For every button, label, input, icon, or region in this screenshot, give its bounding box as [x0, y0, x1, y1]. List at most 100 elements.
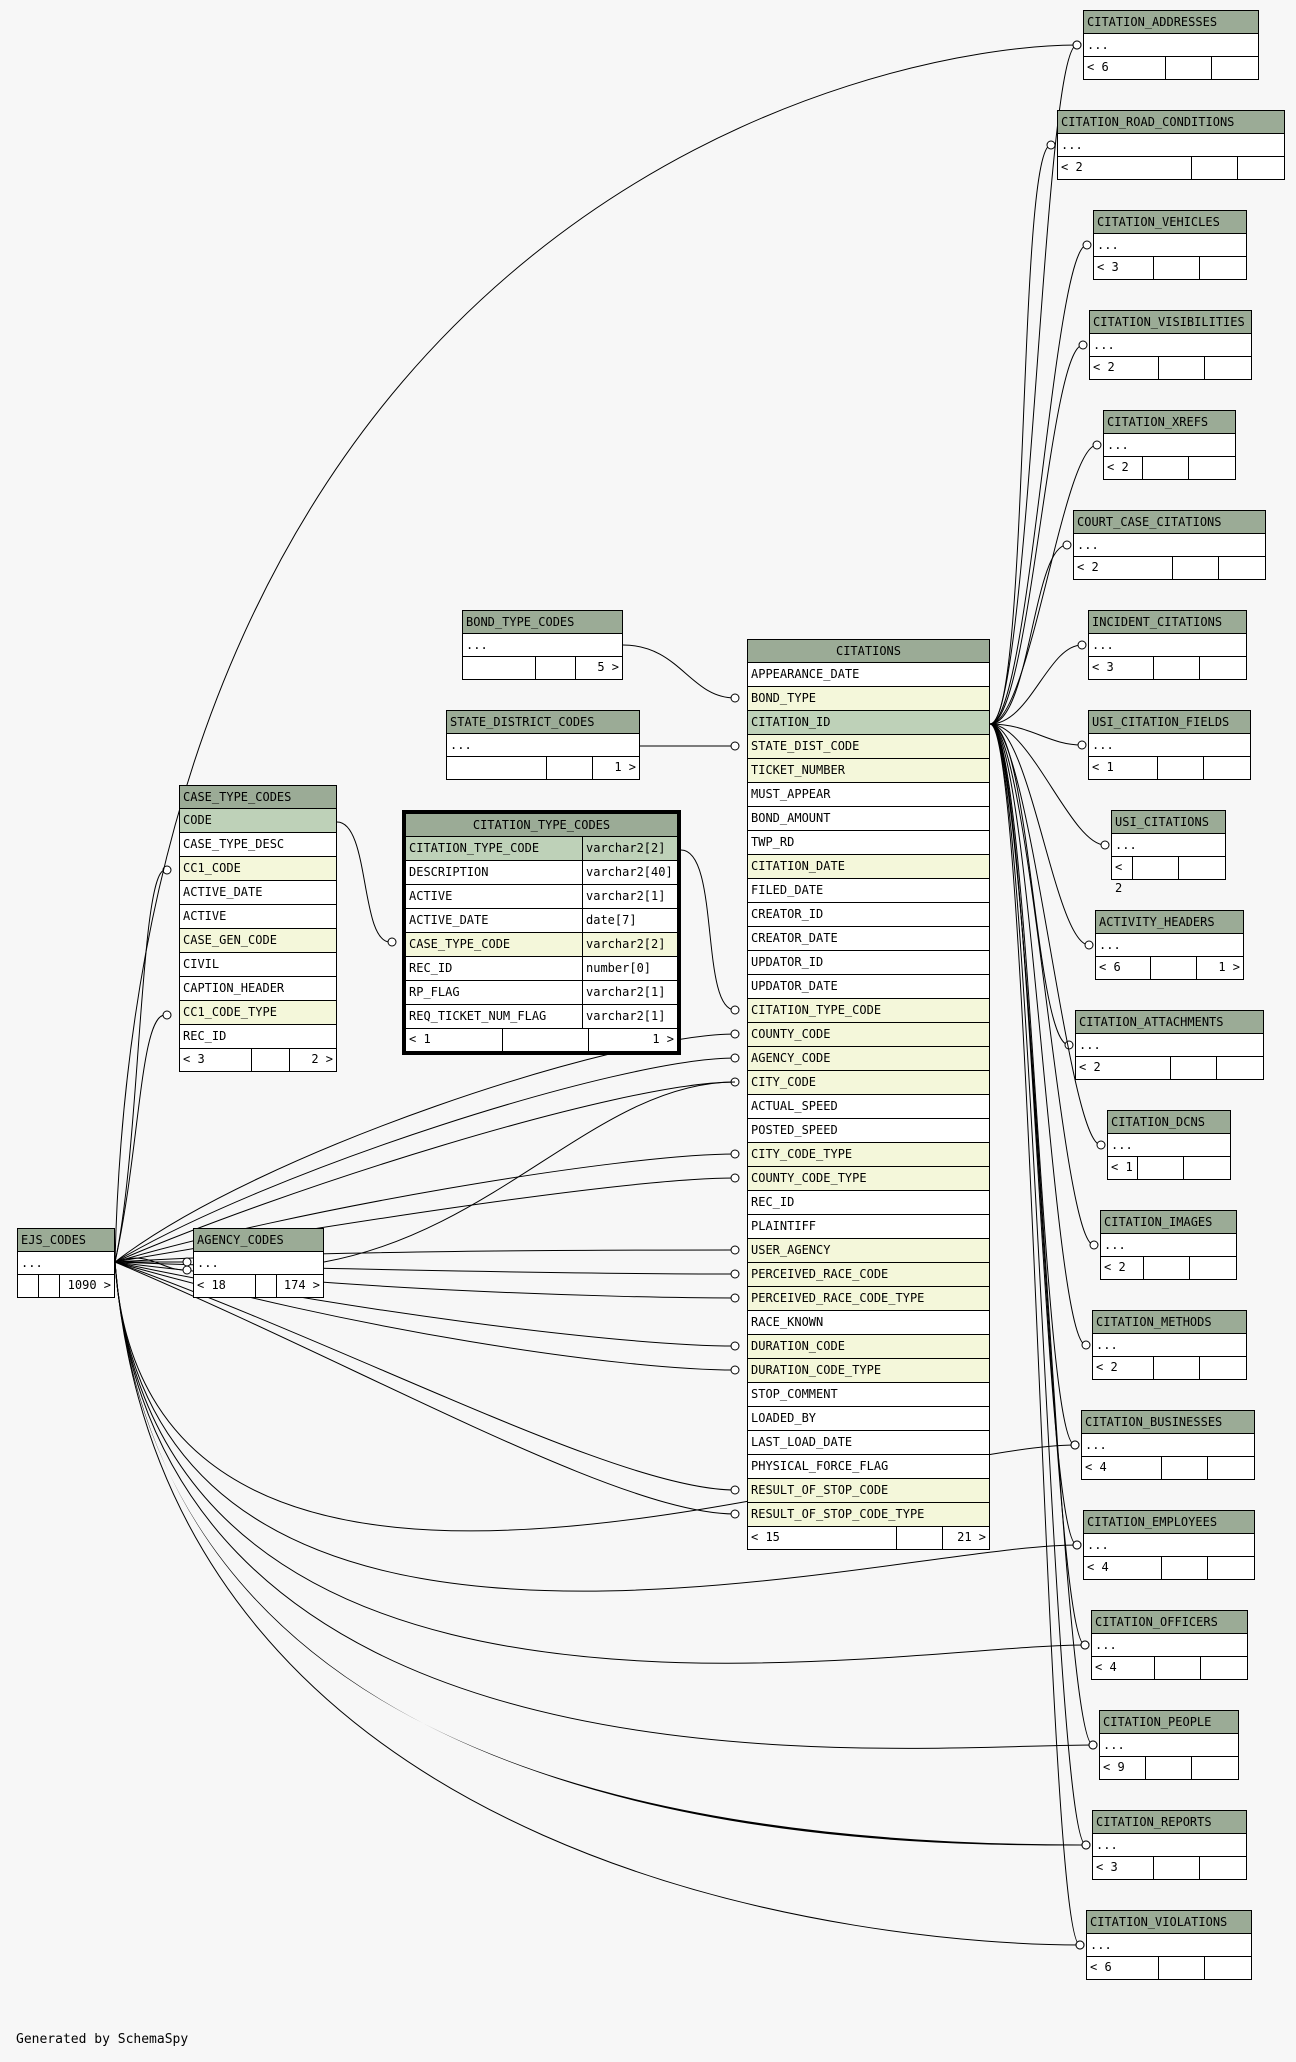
children-count[interactable] [1205, 1957, 1251, 1979]
children-count[interactable] [1179, 857, 1225, 879]
column-row[interactable]: APPEARANCE_DATE [748, 663, 989, 687]
column-row[interactable]: FILED_DATE [748, 879, 989, 903]
table-court-case-citations[interactable]: COURT_CASE_CITATIONS...< 2 [1073, 510, 1266, 580]
parents-count[interactable]: < 4 [1082, 1457, 1162, 1479]
column-row[interactable]: UPDATOR_ID [748, 951, 989, 975]
parents-count[interactable]: < 6 [1087, 1957, 1159, 1979]
column-row[interactable]: CASE_GEN_CODE [180, 929, 336, 953]
table-citation-addresses[interactable]: CITATION_ADDRESSES...< 6 [1083, 10, 1259, 80]
parents-count[interactable]: < 9 [1100, 1757, 1146, 1779]
children-count[interactable] [1190, 1257, 1236, 1279]
parents-count[interactable]: < 4 [1092, 1657, 1155, 1679]
column-row[interactable]: CITATION_TYPE_CODE [748, 999, 989, 1023]
table-citation-dcns[interactable]: CITATION_DCNS...< 1 [1107, 1110, 1231, 1180]
column-row[interactable]: UPDATOR_DATE [748, 975, 989, 999]
column-row[interactable]: CASE_TYPE_DESC [180, 833, 336, 857]
table-citation-visibilities[interactable]: CITATION_VISIBILITIES...< 2 [1089, 310, 1252, 380]
parents-count[interactable]: < 1 [1108, 1157, 1138, 1179]
column-row[interactable]: CC1_CODE_TYPE [180, 1001, 336, 1025]
children-count[interactable] [1200, 257, 1246, 279]
children-count[interactable] [1238, 157, 1284, 179]
table-usi-citation-fields[interactable]: USI_CITATION_FIELDS...< 1 [1088, 710, 1251, 780]
column-row[interactable]: MUST_APPEAR [748, 783, 989, 807]
parents-count[interactable]: < 2 [1058, 157, 1192, 179]
column-row[interactable]: DURATION_CODE_TYPE [748, 1359, 989, 1383]
children-count[interactable]: 1090 > [67, 1278, 111, 1292]
column-row[interactable]: POSTED_SPEED [748, 1119, 989, 1143]
parents-count[interactable]: < 2 [1076, 1057, 1171, 1079]
parents-count[interactable]: < 2 [1112, 857, 1133, 895]
parents-count[interactable]: < 2 [1074, 557, 1173, 579]
parents-count[interactable] [463, 657, 536, 679]
children-count[interactable] [1192, 1757, 1238, 1779]
children-count[interactable] [1200, 1857, 1246, 1879]
parents-count[interactable]: < 2 [1093, 1357, 1154, 1379]
table-citation-people[interactable]: CITATION_PEOPLE...< 9 [1099, 1710, 1239, 1780]
children-count[interactable]: 174 > [283, 1278, 320, 1292]
parents-count[interactable]: < 3 [180, 1049, 252, 1071]
table-citation-employees[interactable]: CITATION_EMPLOYEES...< 4 [1083, 1510, 1255, 1580]
parents-count[interactable]: < 1 [1089, 757, 1158, 779]
column-row[interactable]: CITY_CODE_TYPE [748, 1143, 989, 1167]
table-ejs-codes[interactable]: EJS_CODES ... 1090 > [17, 1228, 115, 1298]
column-row[interactable]: ACTIVE_DATE [180, 881, 336, 905]
table-bond-type-codes[interactable]: BOND_TYPE_CODES ... 5 > [462, 610, 623, 680]
children-count[interactable]: 1 > [652, 1032, 674, 1046]
table-citation-images[interactable]: CITATION_IMAGES...< 2 [1100, 1210, 1237, 1280]
table-agency-codes[interactable]: AGENCY_CODES ... < 18 174 > [193, 1228, 324, 1298]
children-count[interactable] [1189, 457, 1235, 479]
children-count[interactable] [1208, 1457, 1254, 1479]
parents-count[interactable] [18, 1275, 39, 1297]
parents-count[interactable]: < 18 [194, 1275, 256, 1297]
children-count[interactable] [1201, 1657, 1247, 1679]
parents-count[interactable] [447, 757, 547, 779]
table-citation-reports[interactable]: CITATION_REPORTS...< 3 [1092, 1810, 1247, 1880]
table-citation-xrefs[interactable]: CITATION_XREFS...< 2 [1103, 410, 1236, 480]
table-citation-violations[interactable]: CITATION_VIOLATIONS...< 6 [1086, 1910, 1252, 1980]
column-row[interactable]: RESULT_OF_STOP_CODE_TYPE [748, 1503, 989, 1527]
parents-count[interactable]: < 1 [406, 1029, 503, 1051]
children-count[interactable] [1200, 657, 1246, 679]
children-count[interactable] [1204, 757, 1250, 779]
column-row[interactable]: REC_ID [180, 1025, 336, 1049]
column-row[interactable]: PERCEIVED_RACE_CODE_TYPE [748, 1287, 989, 1311]
column-row[interactable]: USER_AGENCY [748, 1239, 989, 1263]
children-count[interactable] [1200, 1357, 1246, 1379]
parents-count[interactable]: < 2 [1104, 457, 1143, 479]
parents-count[interactable]: < 3 [1093, 1857, 1154, 1879]
children-count[interactable] [1184, 1157, 1230, 1179]
column-row[interactable]: CREATOR_ID [748, 903, 989, 927]
column-row[interactable]: LAST_LOAD_DATE [748, 1431, 989, 1455]
column-row[interactable]: ACTIVE [180, 905, 336, 929]
column-row[interactable]: CAPTION_HEADER [180, 977, 336, 1001]
children-count[interactable] [1217, 1057, 1263, 1079]
children-count[interactable] [1219, 557, 1265, 579]
table-citation-businesses[interactable]: CITATION_BUSINESSES...< 4 [1081, 1410, 1255, 1480]
column-row[interactable]: CITATION_ID [748, 711, 989, 735]
column-row[interactable]: STOP_COMMENT [748, 1383, 989, 1407]
column-row[interactable]: BOND_AMOUNT [748, 807, 989, 831]
table-citation-vehicles[interactable]: CITATION_VEHICLES...< 3 [1093, 210, 1247, 280]
parents-count[interactable]: < 4 [1084, 1557, 1162, 1579]
parents-count[interactable]: < 6 [1084, 57, 1166, 79]
column-row[interactable]: PLAINTIFF [748, 1215, 989, 1239]
children-count[interactable]: 1 > [614, 760, 636, 774]
column-row[interactable]: CITATION_DATE [748, 855, 989, 879]
children-count[interactable] [1208, 1557, 1254, 1579]
children-count[interactable] [1205, 357, 1251, 379]
parents-count[interactable]: < 6 [1096, 957, 1151, 979]
children-count[interactable] [1212, 57, 1258, 79]
column-row[interactable]: LOADED_BY [748, 1407, 989, 1431]
column-row[interactable]: CREATOR_DATE [748, 927, 989, 951]
column-row[interactable]: ACTUAL_SPEED [748, 1095, 989, 1119]
column-row[interactable]: TICKET_NUMBER [748, 759, 989, 783]
parents-count[interactable]: < 3 [1089, 657, 1154, 679]
table-citation-road-conditions[interactable]: CITATION_ROAD_CONDITIONS...< 2 [1057, 110, 1285, 180]
